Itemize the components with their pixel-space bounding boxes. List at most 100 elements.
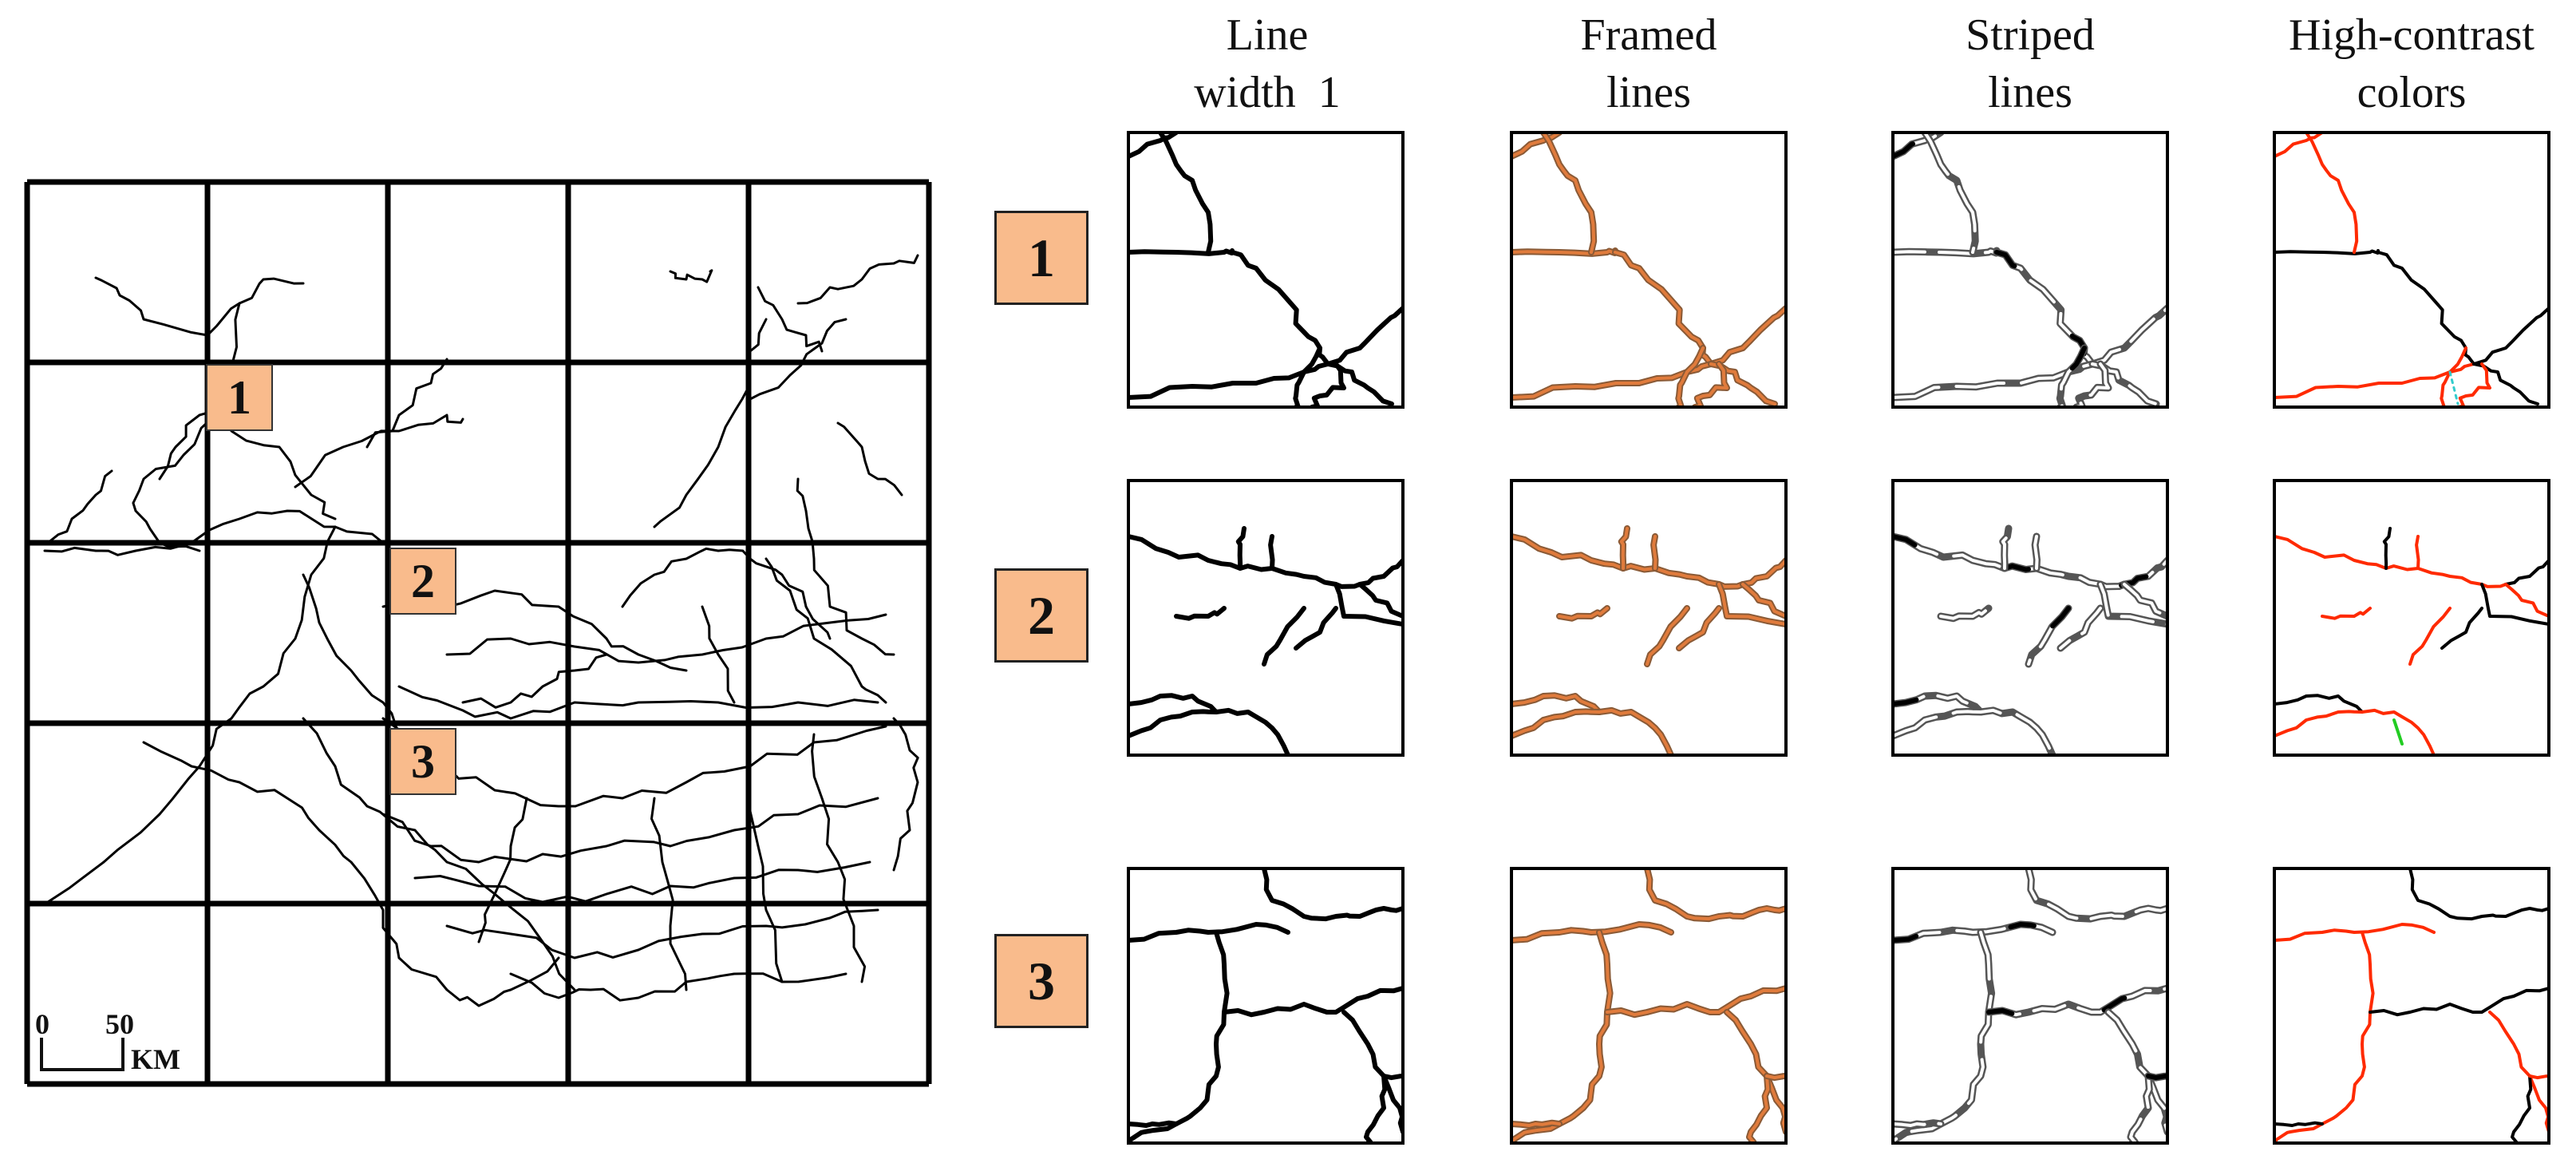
panel-road <box>2274 535 2507 588</box>
panel-road <box>1235 526 1247 571</box>
map-road <box>796 254 919 305</box>
panel-road <box>1333 582 1403 627</box>
panel-road <box>1511 362 1713 399</box>
map-region-label-2: 2 <box>389 548 456 615</box>
panel-road <box>2504 583 2549 618</box>
panel-frame <box>1127 131 1405 409</box>
map-road <box>142 741 401 959</box>
panel-road <box>2472 307 2549 366</box>
panel-framed-row-1 <box>1510 131 1788 409</box>
panel-frame <box>1127 867 1405 1145</box>
panel-contrast-row-3 <box>2273 867 2550 1145</box>
map-road <box>509 972 847 1002</box>
panel-road <box>2369 987 2549 1017</box>
panel-road <box>2027 868 2167 921</box>
panel-road <box>2091 307 2167 366</box>
panel-road <box>1511 535 1744 588</box>
map-region-label-3: 3 <box>389 728 456 795</box>
panel-road <box>1619 527 1629 570</box>
panel-road <box>1709 307 1786 366</box>
panel-road <box>1741 583 1786 618</box>
column-header-line-width: Line width 1 <box>1100 6 1435 121</box>
thumbnail-panels <box>1127 131 2550 1145</box>
panel-road <box>1128 362 1330 400</box>
map-road <box>94 276 305 337</box>
panel-road <box>2480 583 2549 626</box>
panel-road <box>1364 1074 1388 1143</box>
panel-road <box>2456 362 2491 407</box>
row-label-3: 3 <box>994 934 1088 1028</box>
panel-road <box>1893 931 1993 1143</box>
panel-road <box>1717 583 1786 626</box>
panel-road <box>1542 133 1596 254</box>
panel-road <box>1357 582 1403 619</box>
panel-road <box>1652 535 1657 570</box>
panel-road <box>2415 535 2420 570</box>
column-header-line2: colors <box>2357 68 2467 117</box>
panel-road <box>1293 346 1322 407</box>
panel-line-width-row-3 <box>1127 867 1405 1145</box>
map-road <box>757 286 824 353</box>
panel-frame <box>1510 867 1788 1145</box>
panel-road <box>1158 133 1214 255</box>
panel-road <box>2274 362 2475 399</box>
scale-bar <box>40 1038 124 1071</box>
panel-road <box>2059 607 2102 650</box>
panel-road <box>2305 133 2359 254</box>
panel-road <box>1606 987 1786 1017</box>
panel-road <box>1511 694 1601 714</box>
panel-road <box>2274 708 2436 755</box>
panel-road <box>1381 1074 1403 1081</box>
panel-road <box>1765 1074 1786 1080</box>
column-header-line2: width 1 <box>1194 68 1341 117</box>
map-road <box>381 717 887 808</box>
panel-road <box>1646 868 1786 921</box>
panel-road <box>1174 606 1227 621</box>
panel-frame <box>1510 131 1788 409</box>
map-road <box>477 797 528 944</box>
column-header-line1: High-contrast <box>2289 10 2535 60</box>
panel-road <box>1128 133 1179 159</box>
panel-road <box>2528 1074 2549 1080</box>
scale-label-zero: 0 <box>35 1008 49 1040</box>
panel-road <box>2448 370 2459 405</box>
map-road <box>397 685 879 720</box>
panel-road <box>1262 868 1403 922</box>
panel-road <box>1128 930 1230 1143</box>
panel-frame <box>1127 479 1405 757</box>
panel-road <box>2129 1074 2151 1143</box>
panel-contrast-row-2 <box>2273 479 2550 757</box>
map-road <box>46 469 113 544</box>
panel-road <box>1558 607 1609 620</box>
column-header-line1: Striped <box>1966 10 2095 60</box>
panel-framed-row-3 <box>1510 867 1788 1145</box>
panel-frame <box>2273 867 2550 1145</box>
panel-line-width-row-1 <box>1127 131 1405 409</box>
panel-line-width-row-2 <box>1127 479 1405 757</box>
panel-road <box>1939 607 1990 620</box>
panel-road <box>2488 1011 2549 1133</box>
panel-road <box>2274 931 2375 1143</box>
panel-road <box>1923 133 1977 254</box>
panel-road <box>2440 346 2467 407</box>
map-road <box>365 358 448 449</box>
map-road <box>836 421 903 496</box>
panel-frame <box>1891 479 2169 757</box>
panel-road <box>2075 362 2110 407</box>
map-road <box>413 860 871 904</box>
panel-road <box>1677 607 1721 650</box>
panel-road <box>2392 718 2404 746</box>
map-road <box>230 429 337 520</box>
map-road <box>653 318 768 528</box>
map-road <box>46 525 337 904</box>
panel-road <box>2001 527 2010 570</box>
map-road <box>43 509 385 556</box>
panel-road <box>1128 248 1235 256</box>
panel-contrast-row-1 <box>2273 131 2550 409</box>
panel-road <box>2408 607 2452 666</box>
panel-frame <box>2273 479 2550 757</box>
panel-road <box>1268 534 1275 571</box>
panel-road <box>1741 559 1786 586</box>
